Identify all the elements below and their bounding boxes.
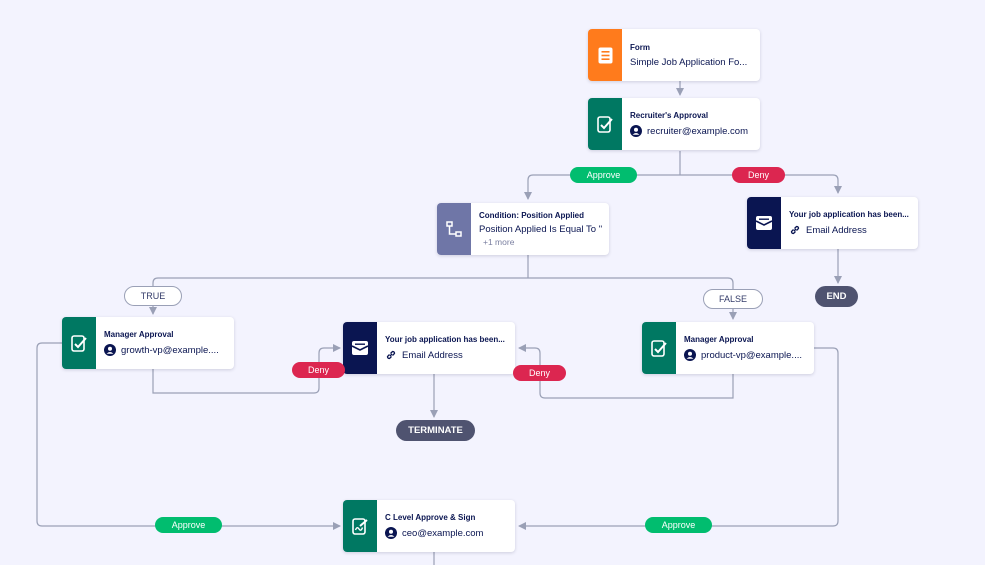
node-title: Your job application has been... <box>385 335 505 344</box>
false-branch-label[interactable]: FALSE <box>703 289 763 309</box>
manager-approval-product-node[interactable]: Manager Approval product-vp@example.... <box>642 322 814 374</box>
approve-label[interactable]: Approve <box>645 517 712 533</box>
user-icon <box>385 527 397 539</box>
edge-true-branch <box>149 277 528 315</box>
approval-icon <box>588 98 622 150</box>
edge-product-approve <box>518 347 839 530</box>
edge-growth-deny <box>152 344 341 394</box>
recruiter-approval-node[interactable]: Recruiter's Approval recruiter@example.c… <box>588 98 760 150</box>
email-icon <box>343 322 377 374</box>
link-icon <box>386 350 396 360</box>
terminate-terminal[interactable]: TERMINATE <box>396 420 475 441</box>
true-branch-label[interactable]: TRUE <box>124 286 182 306</box>
node-title: C Level Approve & Sign <box>385 513 476 522</box>
condition-icon <box>437 203 471 255</box>
node-title: Form <box>630 42 650 52</box>
node-subtitle: Position Applied Is Equal To " <box>479 224 603 235</box>
approve-label[interactable]: Approve <box>155 517 222 533</box>
approval-icon <box>642 322 676 374</box>
node-title: Recruiter's Approval <box>630 111 709 120</box>
edge-approve-condition <box>524 174 680 200</box>
condition-node[interactable]: Condition: Position Applied Position App… <box>437 203 609 255</box>
deny-label[interactable]: Deny <box>292 362 345 378</box>
node-title: Manager Approval <box>104 330 174 339</box>
user-icon <box>104 344 116 356</box>
node-subtitle: Email Address <box>806 224 867 236</box>
email-rejected-top-node[interactable]: Your job application has been... Email A… <box>747 197 918 249</box>
node-title: Manager Approval <box>684 335 754 344</box>
user-icon <box>684 349 696 361</box>
sign-icon <box>343 500 377 552</box>
node-subtitle: growth-vp@example.... <box>121 344 219 356</box>
node-subtitle: ceo@example.com <box>402 527 484 539</box>
node-subtitle: recruiter@example.com <box>647 125 748 137</box>
user-icon <box>630 125 642 137</box>
manager-approval-growth-node[interactable]: Manager Approval growth-vp@example.... <box>62 317 234 369</box>
end-terminal[interactable]: END <box>815 286 858 307</box>
email-rejected-mid-node[interactable]: Your job application has been... Email A… <box>343 322 515 374</box>
form-icon <box>588 29 622 81</box>
deny-label[interactable]: Deny <box>513 365 566 381</box>
node-subtitle: Email Address <box>402 349 463 361</box>
node-title: Condition: Position Applied <box>479 211 585 220</box>
edge-product-deny <box>518 344 734 399</box>
edge-deny-email-top <box>680 174 842 194</box>
clevel-approve-sign-node[interactable]: C Level Approve & Sign ceo@example.com <box>343 500 515 552</box>
edge-growth-approve <box>36 342 341 530</box>
link-icon <box>790 225 800 235</box>
more-conditions-link[interactable]: +1 more <box>483 237 515 247</box>
form-node[interactable]: Form Simple Job Application Fo... <box>588 29 760 81</box>
approval-icon <box>62 317 96 369</box>
deny-label[interactable]: Deny <box>732 167 785 183</box>
edge-false-branch <box>528 277 737 320</box>
node-subtitle: product-vp@example.... <box>701 349 802 361</box>
email-icon <box>747 197 781 249</box>
node-subtitle: Simple Job Application Fo... <box>630 56 748 68</box>
approve-label[interactable]: Approve <box>570 167 637 183</box>
node-title: Your job application has been... <box>789 210 909 219</box>
